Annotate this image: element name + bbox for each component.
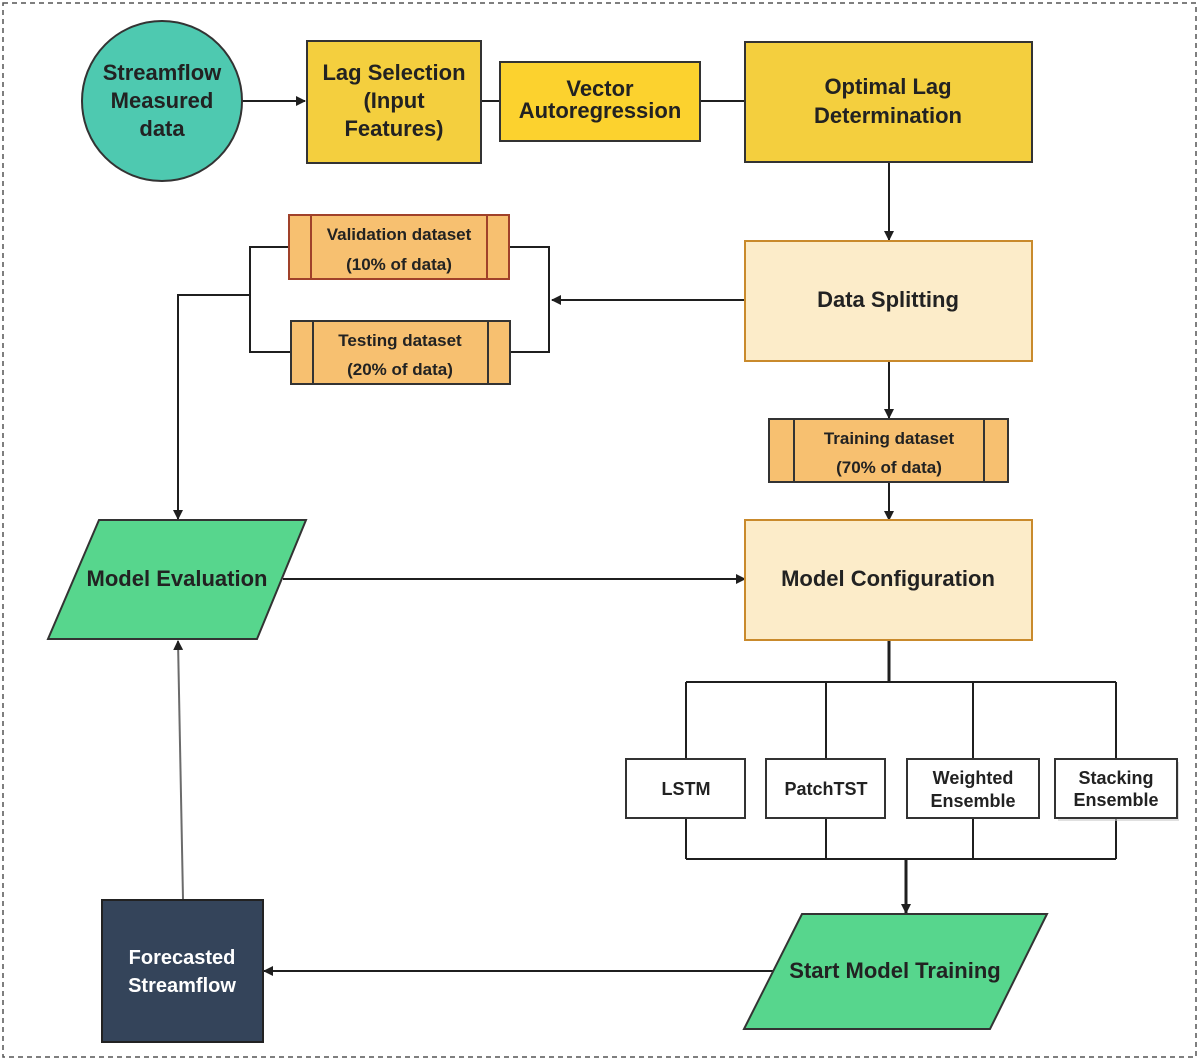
stacking-line-2: Ensemble — [1073, 790, 1158, 810]
arrow-datasets-to-evaluation — [173, 294, 250, 520]
node-streamflow-measured: Streamflow Measured data — [81, 20, 243, 182]
var-line-2: Autoregression — [519, 98, 682, 123]
weighted-line-2: Ensemble — [930, 791, 1015, 811]
node-lstm: LSTM — [625, 758, 746, 819]
stacking-line-1: Stacking — [1078, 768, 1153, 788]
var-line-1: Vector — [566, 76, 634, 101]
node-training-dataset: Training dataset (70% of data) — [768, 418, 1009, 483]
node-model-evaluation: Model Evaluation — [46, 519, 308, 640]
node-patchtst: PatchTST — [765, 758, 886, 819]
optimal-line-2: Determination — [814, 103, 962, 128]
streamflow-line-3: data — [139, 116, 185, 141]
training-line-2: (70% of data) — [836, 458, 942, 477]
node-stacking-ensemble: Stacking Ensemble — [1054, 758, 1179, 821]
node-vector-autoregression: Vector Autoregression — [499, 61, 701, 142]
node-weighted-ensemble: Weighted Ensemble — [906, 758, 1040, 819]
lag-line-1: Lag Selection — [322, 60, 465, 85]
bracket-left — [249, 246, 291, 353]
streamflow-line-1: Streamflow — [103, 60, 222, 85]
validation-line-1: Validation dataset — [327, 225, 472, 244]
testing-line-1: Testing dataset — [338, 331, 462, 350]
connectors — [173, 96, 1117, 976]
start-training-label: Start Model Training — [789, 958, 1000, 983]
node-data-splitting: Data Splitting — [744, 240, 1033, 362]
streamflow-line-2: Measured — [111, 88, 214, 113]
validation-line-2: (10% of data) — [346, 255, 452, 274]
patchtst-label: PatchTST — [784, 779, 867, 799]
weighted-line-1: Weighted — [933, 768, 1014, 788]
node-forecasted-streamflow: Forecasted Streamflow — [101, 899, 264, 1043]
data-splitting-label: Data Splitting — [817, 287, 959, 312]
lag-line-2: (Input — [363, 88, 425, 113]
testing-line-2: (20% of data) — [347, 360, 453, 379]
lag-line-3: Features) — [344, 116, 443, 141]
arrow-forecast-to-evaluation — [173, 640, 184, 900]
optimal-line-1: Optimal Lag — [824, 74, 951, 99]
node-lag-selection: Lag Selection (Input Features) — [306, 40, 482, 164]
node-optimal-lag: Optimal Lag Determination — [744, 41, 1033, 163]
node-model-configuration: Model Configuration — [744, 519, 1033, 641]
training-line-1: Training dataset — [824, 429, 955, 448]
node-start-model-training: Start Model Training — [742, 913, 1049, 1030]
node-testing-dataset: Testing dataset (20% of data) — [290, 320, 511, 385]
bracket-right — [509, 246, 550, 353]
lstm-label: LSTM — [662, 779, 711, 799]
forecast-line-2: Streamflow — [128, 975, 236, 997]
forecast-line-1: Forecasted — [129, 947, 236, 969]
model-configuration-label: Model Configuration — [781, 566, 995, 591]
node-validation-dataset: Validation dataset (10% of data) — [288, 214, 510, 280]
model-evaluation-label: Model Evaluation — [87, 566, 268, 591]
